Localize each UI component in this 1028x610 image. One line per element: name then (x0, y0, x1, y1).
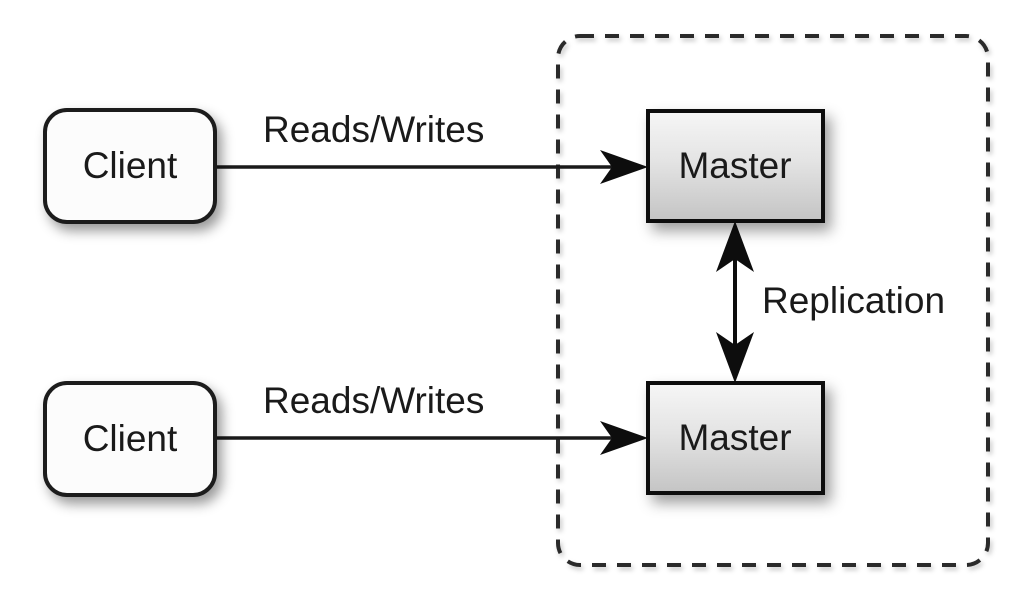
arrowhead-bottom (600, 421, 648, 455)
cluster-dashed-border (556, 34, 990, 567)
edge-replication (716, 221, 754, 383)
master-top-shape[interactable] (646, 109, 825, 223)
arrowhead-top (600, 150, 648, 184)
arrowhead-replication-down (716, 332, 754, 383)
edge-label-reads-writes-top: Reads/Writes (263, 109, 484, 150)
client-bottom-label: Client (83, 418, 178, 459)
edge-reads-writes-bottom (215, 421, 648, 455)
client-top-shape[interactable] (43, 108, 217, 224)
master-bottom-shape[interactable] (646, 381, 825, 495)
node-master-top[interactable]: Master (646, 109, 825, 223)
node-client-top[interactable]: Client (43, 108, 217, 224)
arrowhead-replication-up (716, 221, 754, 272)
edge-label-replication: Replication (762, 280, 945, 321)
replication-cluster-boundary (556, 34, 990, 567)
node-master-bottom[interactable]: Master (646, 381, 825, 495)
master-top-label: Master (678, 145, 791, 186)
edge-reads-writes-top (215, 150, 648, 184)
client-top-label: Client (83, 145, 178, 186)
node-client-bottom[interactable]: Client (43, 381, 217, 497)
edge-label-reads-writes-bottom: Reads/Writes (263, 380, 484, 421)
client-bottom-shape[interactable] (43, 381, 217, 497)
master-bottom-label: Master (678, 417, 791, 458)
